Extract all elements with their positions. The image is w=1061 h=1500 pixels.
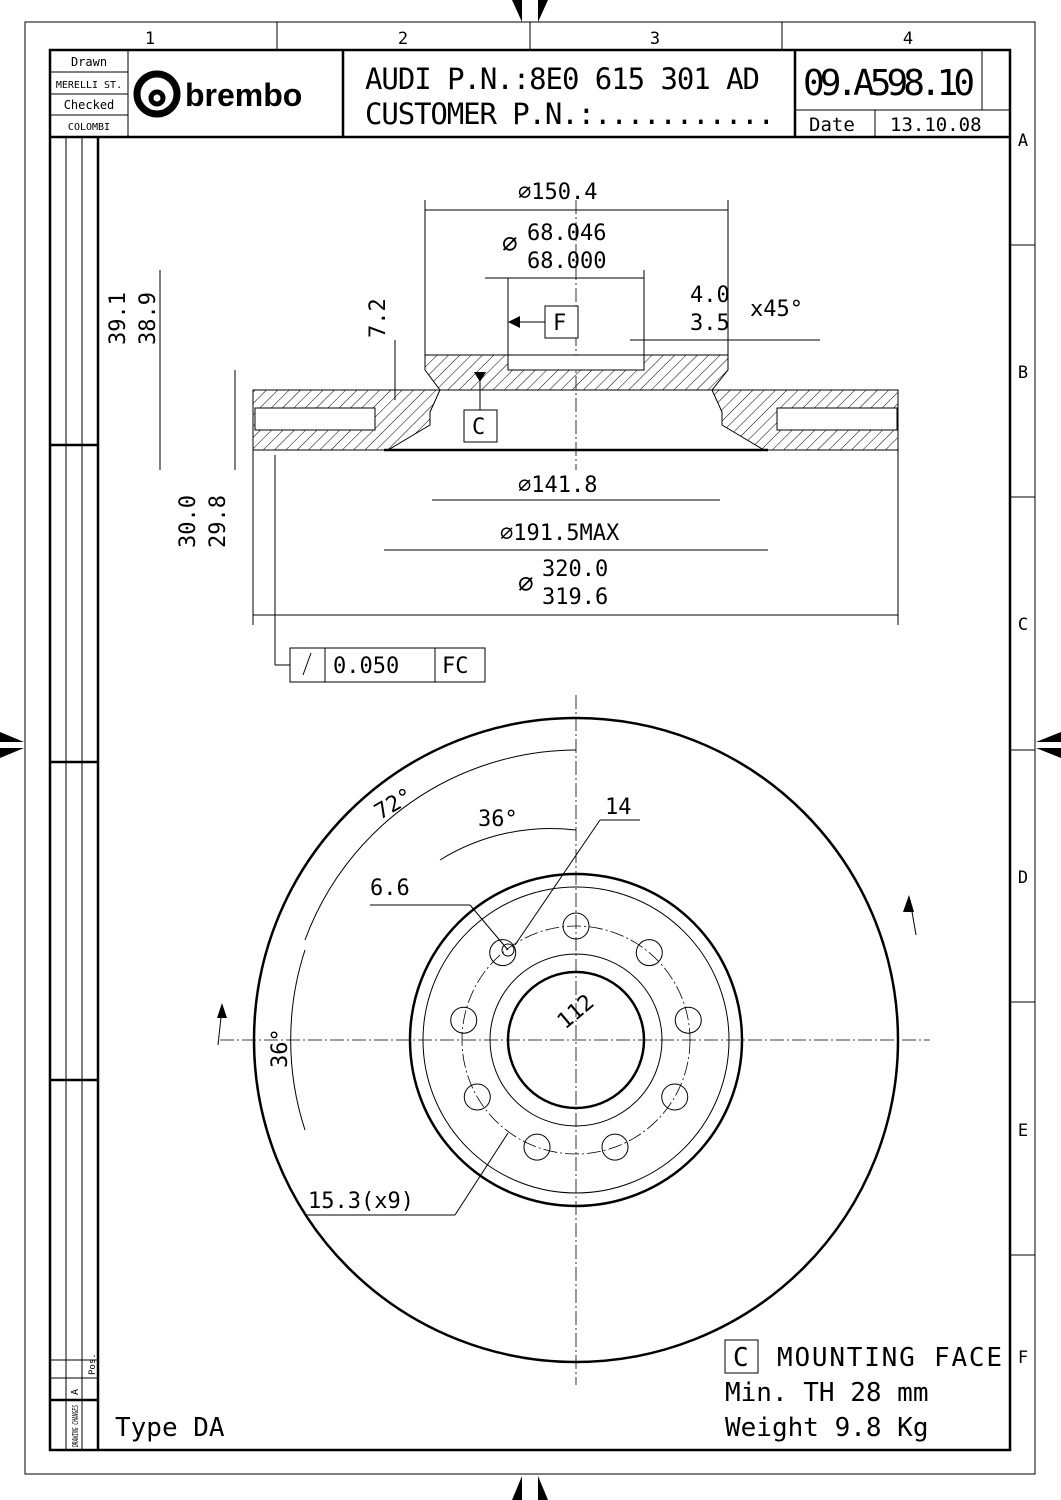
brembo-logo: brembo (133, 70, 302, 118)
dim-height-max: 39.1 (106, 292, 131, 345)
checked-label: Checked (64, 98, 115, 112)
logo-text: brembo (185, 77, 302, 113)
grid-row-d: D (1018, 868, 1028, 888)
customer-part-number: CUSTOMER P.N.:........... (365, 97, 775, 131)
grid-column-labels: 1 2 3 4 (145, 29, 913, 49)
bolt-hole (523, 1133, 551, 1161)
chamfer-angle: x45° (750, 297, 803, 322)
dim-hat-depth: 7.2 (366, 298, 391, 338)
grid-row-f: F (1018, 1348, 1028, 1368)
dim-thick-min: 29.8 (206, 495, 231, 548)
datum-c: C (472, 415, 485, 440)
chamfer-a: 4.0 (690, 283, 730, 308)
grid-row-c: C (1018, 615, 1028, 635)
dim-bore-min: 68.000 (527, 249, 606, 274)
section-view (252, 200, 899, 470)
date-value: 13.10.08 (890, 114, 982, 136)
runout-tolerance-frame: 0.050 FC (289, 647, 486, 683)
bolt-hole (562, 912, 590, 940)
dim-bore-max: 68.046 (527, 221, 606, 246)
grid-row-labels: A B C D E F (1018, 131, 1028, 1368)
hole-6-6: 6.6 (370, 876, 410, 901)
grid-col-3: 3 (650, 29, 660, 49)
angle-36-top: 36° (478, 807, 518, 832)
hole-14: 14 (605, 795, 632, 820)
bolt-hole (450, 1006, 478, 1034)
bolt-hole (661, 1083, 689, 1111)
note-datum-c: C (733, 1343, 749, 1373)
angle-72: 72° (371, 784, 418, 826)
note-type: Type DA (115, 1413, 225, 1443)
dim-191-diameter: ∅191.5MAX (500, 521, 620, 546)
checked-by: COLOMBI (68, 122, 110, 133)
holes-15-3-x9: 15.3(x9) (308, 1189, 414, 1214)
drawing-changes-label: DRAWING CHANGES (71, 1405, 80, 1448)
dim-hat-diameter: ∅150.4 (518, 180, 597, 205)
runout-value: 0.050 (333, 654, 399, 679)
note-weight: Weight 9.8 Kg (725, 1413, 929, 1443)
grid-dividers (276, 22, 1035, 1256)
bolt-hole (601, 1133, 629, 1161)
dim-thick-max: 30.0 (176, 495, 201, 548)
note-min-thickness: Min. TH 28 mm (725, 1378, 929, 1408)
section-labels: ∅150.4 ∅ 68.046 68.000 F C 4.0 3.5 x45° … (106, 180, 803, 683)
dim-inner-diameter: ∅141.8 (518, 473, 597, 498)
chamfer-b: 3.5 (690, 311, 730, 336)
oem-part-number: AUDI P.N.:8E0 615 301 AD (365, 62, 760, 96)
angle-36-left: 36° (268, 1028, 293, 1068)
bolt-hole (489, 939, 517, 967)
dim-outer-min: 319.6 (542, 585, 608, 610)
plan-view (217, 695, 930, 1385)
pos-label: Pos. (88, 1353, 98, 1375)
drawn-by: MERELLI ST. (56, 80, 122, 91)
grid-col-4: 4 (903, 29, 913, 49)
note-mounting-face: MOUNTING FACE (777, 1343, 1002, 1373)
grid-col-2: 2 (398, 29, 408, 49)
date-label: Date (809, 114, 855, 136)
grid-row-a: A (1018, 131, 1028, 151)
bolt-hole (635, 939, 663, 967)
bolt-hole (674, 1006, 702, 1034)
notes: C MOUNTING FACE Min. TH 28 mm Weight 9.8… (115, 1339, 1002, 1443)
revision-letter: A (70, 1389, 81, 1395)
bolt-hole (463, 1083, 491, 1111)
dim-height-min: 38.9 (136, 292, 161, 345)
grid-row-b: B (1018, 363, 1028, 383)
dim-outer-symbol: ∅ (518, 569, 534, 599)
datum-f: F (553, 311, 566, 336)
grid-col-1: 1 (145, 29, 155, 49)
dim-outer-max: 320.0 (542, 557, 608, 582)
part-number: 09.A598.10 (803, 63, 975, 104)
revision-strip: Pos. A DRAWING CHANGES (50, 137, 100, 1450)
dim-bore-symbol: ∅ (502, 229, 518, 259)
runout-datums: FC (442, 654, 469, 679)
runout-icon (302, 652, 312, 676)
title-block: Drawn MERELLI ST. Checked COLOMBI brembo… (50, 50, 1010, 139)
drawn-label: Drawn (71, 55, 107, 69)
grid-row-e: E (1018, 1121, 1028, 1141)
bolt-holes (450, 912, 702, 1161)
pcd-112: 112 (553, 990, 600, 1035)
section-dimensions (159, 200, 899, 666)
